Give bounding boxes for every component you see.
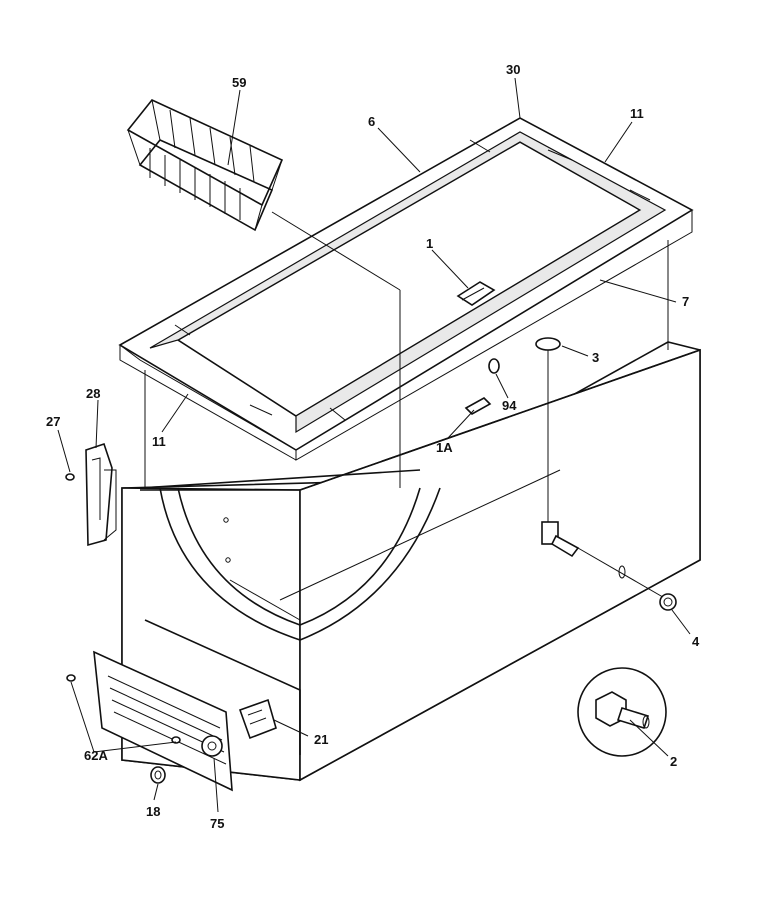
label-3: 3 — [592, 350, 599, 365]
label-2: 2 — [670, 754, 677, 769]
part-1A-strike — [464, 397, 492, 415]
label-1: 1 — [426, 236, 433, 251]
wire-basket — [126, 99, 284, 232]
label-4: 4 — [692, 634, 700, 649]
hinge-assembly — [65, 442, 117, 547]
label-21: 21 — [314, 732, 328, 747]
label-1A: 1A — [436, 440, 453, 455]
label-62A: 62A — [84, 748, 108, 763]
control-box — [238, 698, 277, 740]
label-59: 59 — [232, 75, 246, 90]
alignment-lines — [144, 211, 669, 488]
drain-assembly — [535, 337, 677, 611]
label-27: 27 — [46, 414, 60, 429]
label-75: 75 — [210, 816, 224, 831]
part-94-ring — [488, 358, 500, 374]
label-18: 18 — [146, 804, 160, 819]
detail-inset — [577, 667, 667, 757]
front-grille — [66, 619, 301, 792]
label-11-top: 11 — [630, 106, 644, 121]
label-94: 94 — [502, 398, 517, 413]
leader-lines — [57, 77, 691, 813]
label-30: 30 — [506, 62, 520, 77]
label-11-left: 11 — [152, 434, 166, 449]
part-labels: 59 30 6 11 1 7 3 94 1A 28 27 11 4 21 62A… — [46, 62, 700, 831]
label-28: 28 — [86, 386, 100, 401]
label-6: 6 — [368, 114, 375, 129]
label-7: 7 — [682, 294, 689, 309]
lid-gasket-frame — [118, 117, 694, 461]
lid-lock-handle — [456, 281, 496, 306]
